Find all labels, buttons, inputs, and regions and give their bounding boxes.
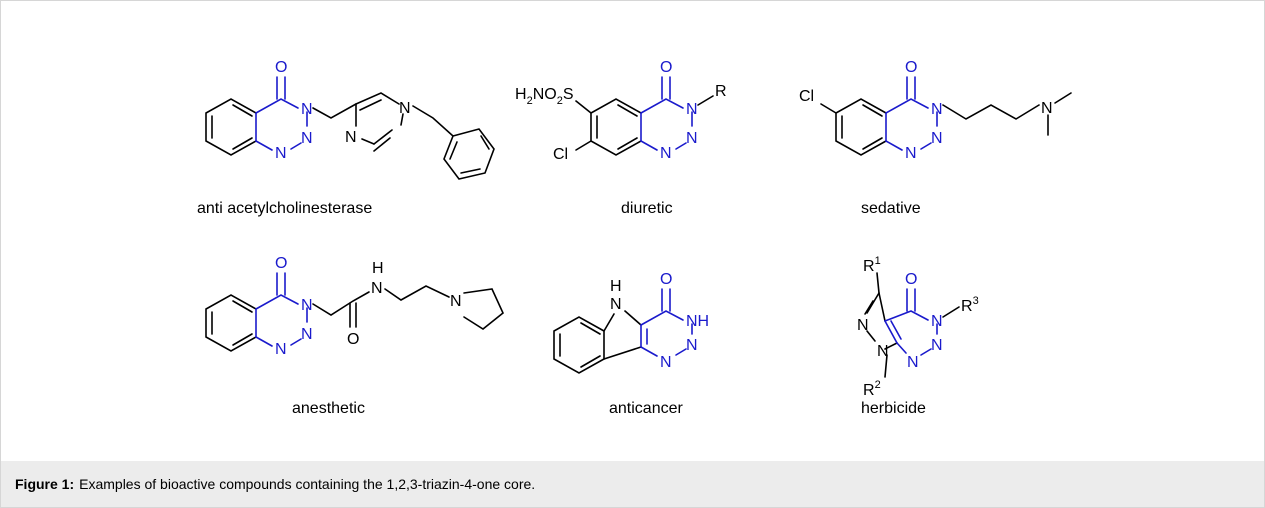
atom-nitrogen: N	[301, 297, 313, 314]
atom-nitrogen: N	[275, 145, 287, 162]
compound-herbicide: N N R1 R2 O N N N R3 herbicide	[857, 255, 979, 417]
sulfonamide-group: H2NO2S	[515, 86, 573, 107]
atom-chlorine: Cl	[799, 88, 814, 105]
atom-nitrogen: N	[931, 337, 943, 354]
atom-nitrogen: N	[399, 100, 411, 117]
compound-diuretic: O N N N R H2NO2S Cl diuretic	[515, 59, 727, 217]
atom-nitrogen: N	[1041, 100, 1053, 117]
atom-oxygen: O	[275, 59, 287, 76]
atom-nitrogen: N	[660, 354, 672, 371]
caption-text: Examples of bioactive compounds containi…	[79, 476, 536, 492]
compound-label: anti acetylcholinesterase	[197, 200, 372, 217]
atom-r2: R2	[863, 379, 881, 399]
atom-nitrogen: N	[905, 145, 917, 162]
compound-label: diuretic	[621, 200, 673, 217]
caption-label: Figure 1:	[15, 476, 75, 492]
atom-nitrogen: N	[931, 101, 943, 118]
atom-nitrogen: N	[660, 145, 672, 162]
atom-nitrogen: N	[686, 130, 698, 147]
atom-nitrogen: N	[301, 326, 313, 343]
atom-oxygen: O	[347, 331, 359, 348]
atom-oxygen: O	[905, 59, 917, 76]
atom-chlorine: Cl	[553, 146, 568, 163]
atom-oxygen: O	[905, 271, 917, 288]
atom-oxygen: O	[275, 255, 287, 272]
compound-label: anesthetic	[292, 400, 365, 417]
atom-r-group: R	[715, 83, 727, 100]
atom-nitrogen: N	[907, 354, 919, 371]
compound-label: herbicide	[861, 400, 926, 417]
atom-nitrogen: N	[686, 337, 698, 354]
atom-nitrogen: N	[450, 293, 462, 310]
chemical-structures-figure: O N N N N N anti acetylcholinesterase	[197, 59, 1072, 417]
atom-nitrogen: N	[931, 313, 943, 330]
atom-nitrogen: N	[877, 343, 889, 360]
atom-nh: NH	[686, 313, 709, 330]
atom-nitrogen: N	[931, 130, 943, 147]
atom-oxygen: O	[660, 271, 672, 288]
compound-anticancer: N H O NH N N anticancer	[553, 271, 709, 417]
compound-label: sedative	[861, 200, 921, 217]
compound-label: anticancer	[609, 400, 683, 417]
atom-nitrogen: N	[345, 129, 357, 146]
atom-nitrogen: N	[857, 317, 869, 334]
atom-nitrogen: N	[301, 101, 313, 118]
compound-sedative: O N N N N Cl sedative	[799, 59, 1072, 217]
atom-oxygen: O	[660, 59, 672, 76]
atom-nitrogen: N	[371, 280, 383, 297]
atom-nitrogen: N	[686, 101, 698, 118]
atom-nitrogen: N	[610, 296, 622, 313]
atom-nitrogen: N	[301, 130, 313, 147]
atom-nitrogen: N	[275, 341, 287, 358]
atom-hydrogen: H	[372, 260, 384, 277]
figure-caption: Figure 1: Examples of bioactive compound…	[1, 461, 1264, 507]
atom-r1: R1	[863, 255, 881, 275]
compound-anesthetic: O N N N O N H N anesthetic	[205, 255, 504, 417]
compound-anti-acetylcholinesterase: O N N N N N anti acetylcholinesterase	[197, 59, 495, 217]
atom-r3: R3	[961, 295, 979, 315]
atom-hydrogen: H	[610, 278, 622, 295]
